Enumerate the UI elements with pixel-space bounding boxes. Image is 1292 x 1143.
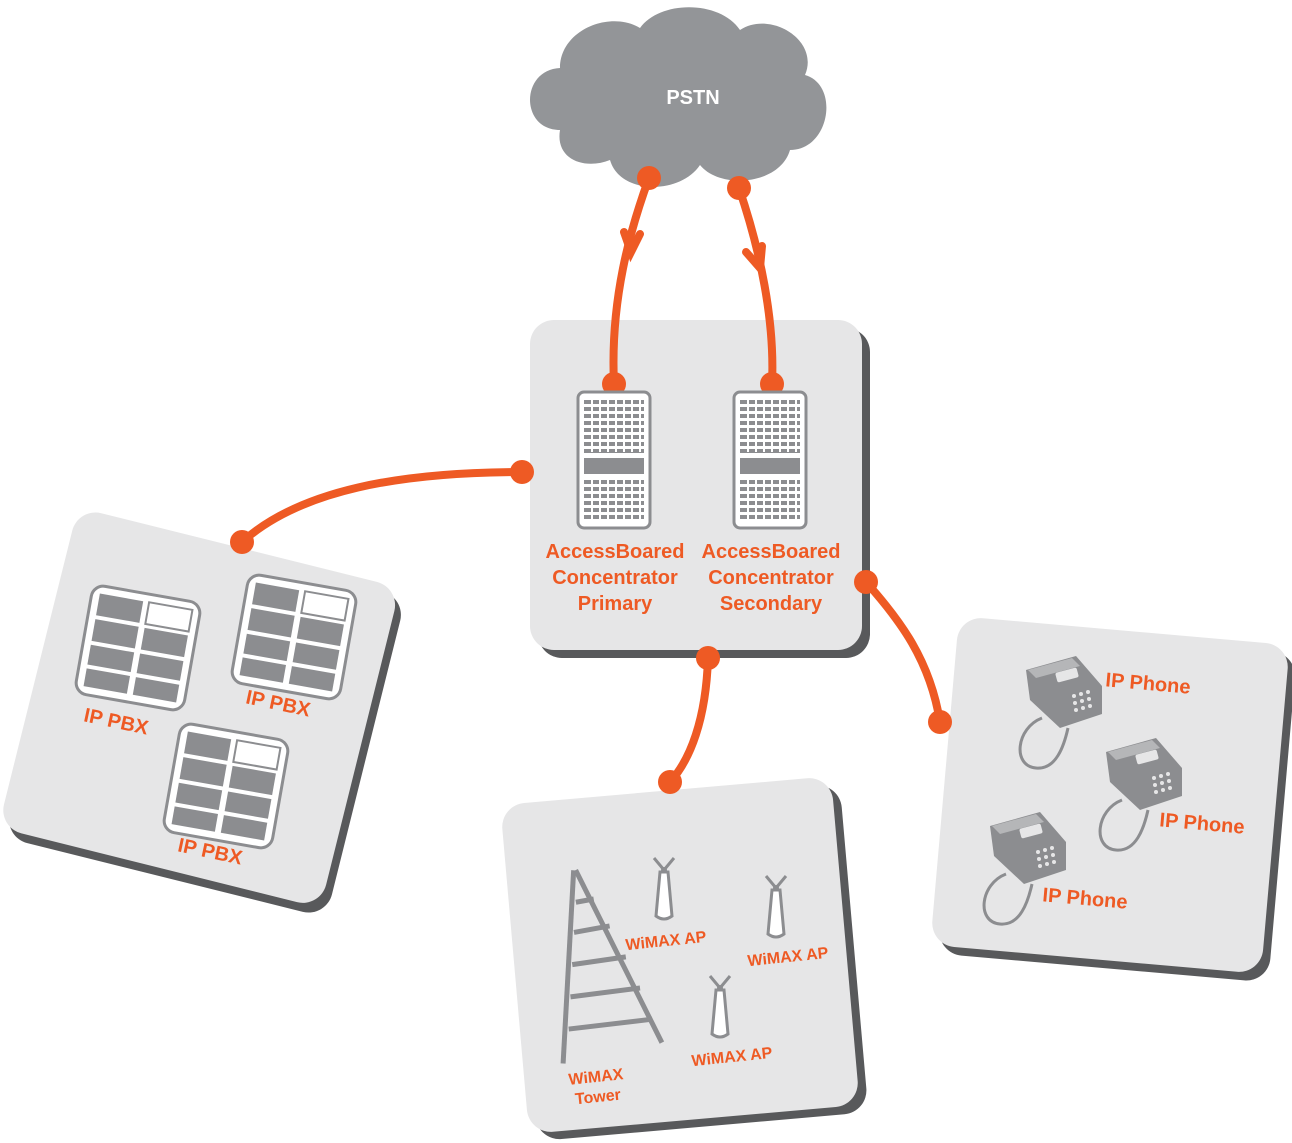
link-endpoint	[760, 372, 784, 396]
link-endpoint	[928, 710, 952, 734]
link-endpoint	[637, 166, 661, 190]
link-endpoint	[727, 176, 751, 200]
pbx-grid-icon	[160, 720, 292, 852]
pbx-grid-icon	[228, 571, 360, 703]
tower-label-1: WiMAX	[568, 1066, 625, 1089]
link-concentrator-pbx	[238, 468, 526, 546]
secondary-line1: AccessBoared	[702, 541, 841, 563]
cloud-icon	[530, 7, 827, 187]
links	[230, 166, 952, 794]
server-rack-icon	[732, 390, 808, 530]
link-concentrator-wimax	[666, 654, 712, 786]
primary-line1: AccessBoared	[546, 541, 685, 563]
link-endpoint	[602, 372, 626, 396]
concentrator-primary: AccessBoared Concentrator Primary	[546, 390, 685, 615]
pstn-cloud: PSTN	[530, 7, 827, 187]
concentrator-secondary: AccessBoared Concentrator Secondary	[702, 390, 841, 615]
primary-line3: Primary	[578, 593, 653, 615]
pstn-label: PSTN	[666, 87, 719, 109]
secondary-line3: Secondary	[720, 593, 823, 615]
link-concentrator-phones	[862, 578, 944, 726]
pbx-grid-icon	[72, 582, 204, 714]
link-endpoint	[510, 460, 534, 484]
arrow-icon	[620, 228, 644, 263]
link-endpoint	[696, 646, 720, 670]
link-pstn-secondary	[735, 184, 777, 388]
arrow-icon	[742, 242, 766, 278]
link-endpoint	[658, 770, 682, 794]
primary-line2: Concentrator	[552, 567, 678, 589]
link-endpoint	[854, 570, 878, 594]
tower-label-2: Tower	[574, 1087, 621, 1109]
link-endpoint	[230, 530, 254, 554]
secondary-line2: Concentrator	[708, 567, 834, 589]
wimax-panel	[502, 778, 867, 1140]
tower-icon	[560, 869, 665, 1064]
link-pstn-primary	[609, 174, 653, 388]
server-rack-icon	[576, 390, 652, 530]
